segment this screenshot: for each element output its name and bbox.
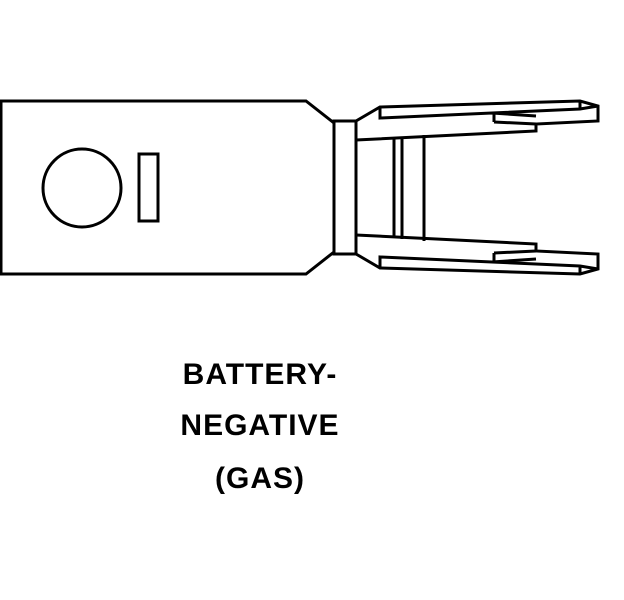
caption-line-1: BATTERY- <box>182 358 338 391</box>
lower-prong <box>355 233 600 276</box>
upper-prong <box>355 99 600 142</box>
mounting-hole <box>41 147 123 229</box>
connector-collar <box>332 119 358 256</box>
lower-prong-inner-edge <box>378 255 537 268</box>
caption-line-3: (GAS) <box>215 462 305 495</box>
caption-line-2: NEGATIVE <box>180 409 340 442</box>
terminal-body <box>0 99 336 276</box>
lower-prong-tip <box>491 260 599 274</box>
upper-prong-inner-edge <box>378 107 537 120</box>
lower-prong-step <box>493 249 537 255</box>
upper-prong-tip <box>491 101 599 115</box>
terminal-slot <box>137 152 160 223</box>
upper-prong-step <box>493 120 537 126</box>
